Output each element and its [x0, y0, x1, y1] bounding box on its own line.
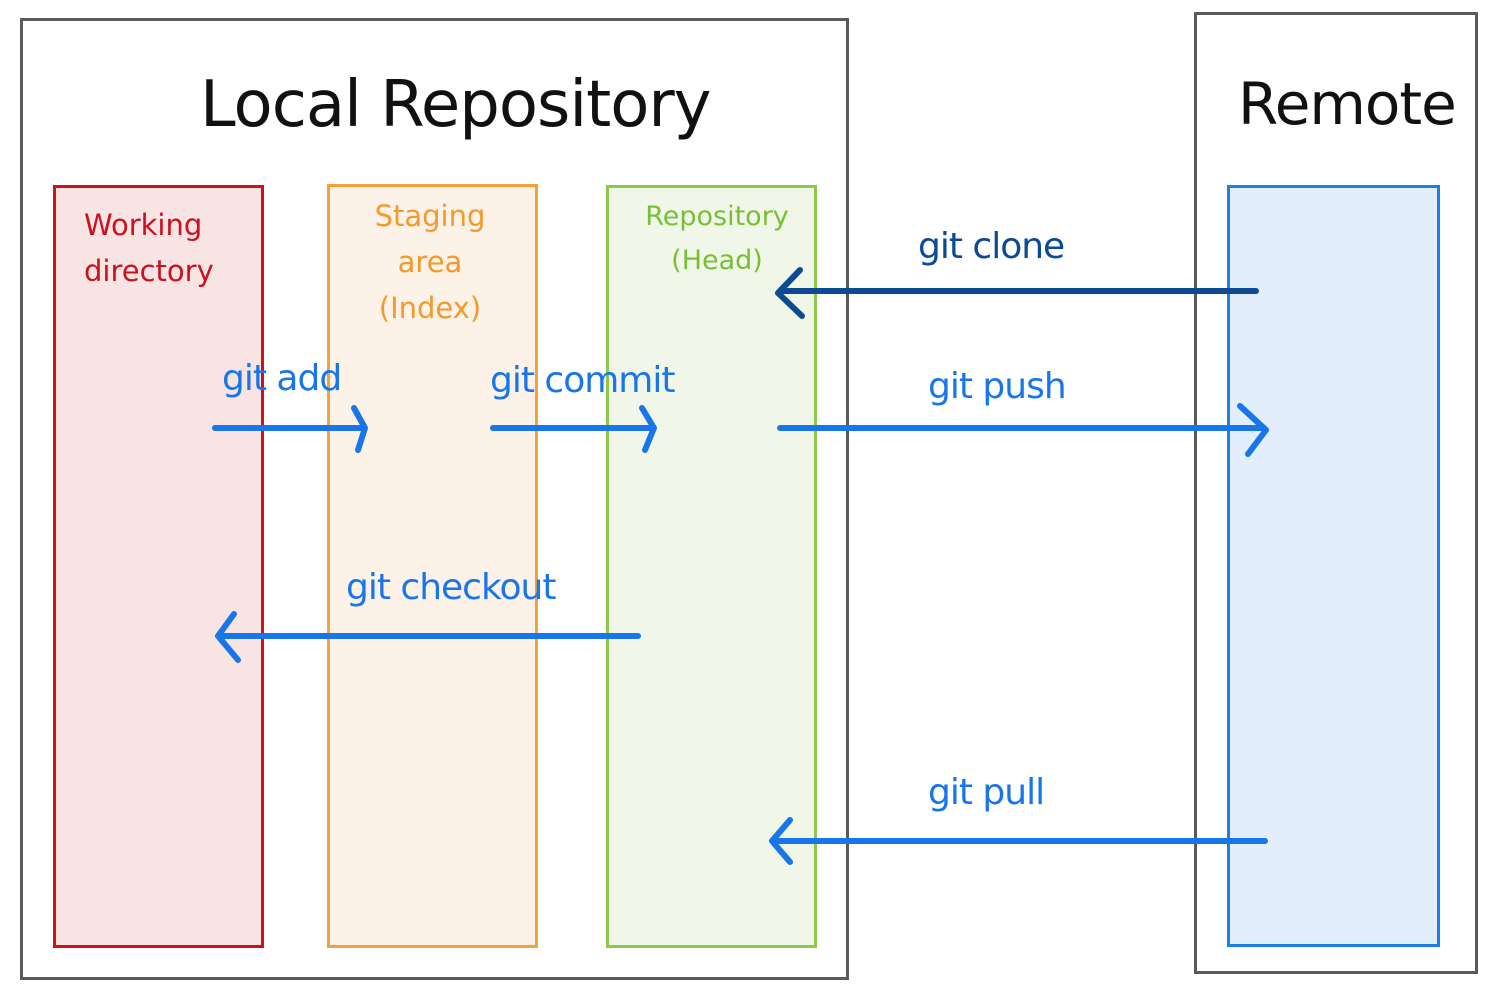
staging-label-line2: area [397, 245, 463, 279]
remote-title: Remote [1238, 70, 1457, 138]
working-label-line1: Working [84, 208, 203, 242]
repository-head-column [606, 185, 817, 948]
working-directory-column [53, 185, 264, 948]
staging-label-line1: Staging [374, 199, 486, 233]
staging-label-line3: (Index) [378, 291, 482, 325]
git-clone-label: git clone [918, 226, 1065, 267]
staging-area-label: Staging area (Index) [345, 193, 515, 331]
git-push-label: git push [928, 366, 1067, 407]
staging-area-column [327, 184, 538, 948]
remote-column [1227, 185, 1440, 947]
repo-label-line2: (Head) [671, 245, 763, 276]
working-label-line2: directory [84, 254, 214, 288]
working-directory-label: Working directory [84, 202, 224, 294]
git-checkout-label: git checkout [346, 567, 556, 608]
git-checkout-arrow [215, 611, 641, 663]
git-add-label: git add [222, 358, 342, 399]
local-repository-title: Local Repository [200, 68, 712, 142]
git-pull-arrow [769, 817, 1268, 865]
git-commit-label: git commit [490, 360, 675, 401]
git-pull-label: git pull [928, 772, 1045, 813]
repository-head-label: Repository (Head) [632, 195, 802, 283]
git-commit-arrow [490, 405, 657, 453]
git-clone-arrow [775, 267, 1259, 319]
repo-label-line1: Repository [645, 201, 789, 232]
git-push-arrow [777, 403, 1269, 457]
git-add-arrow [212, 405, 368, 453]
